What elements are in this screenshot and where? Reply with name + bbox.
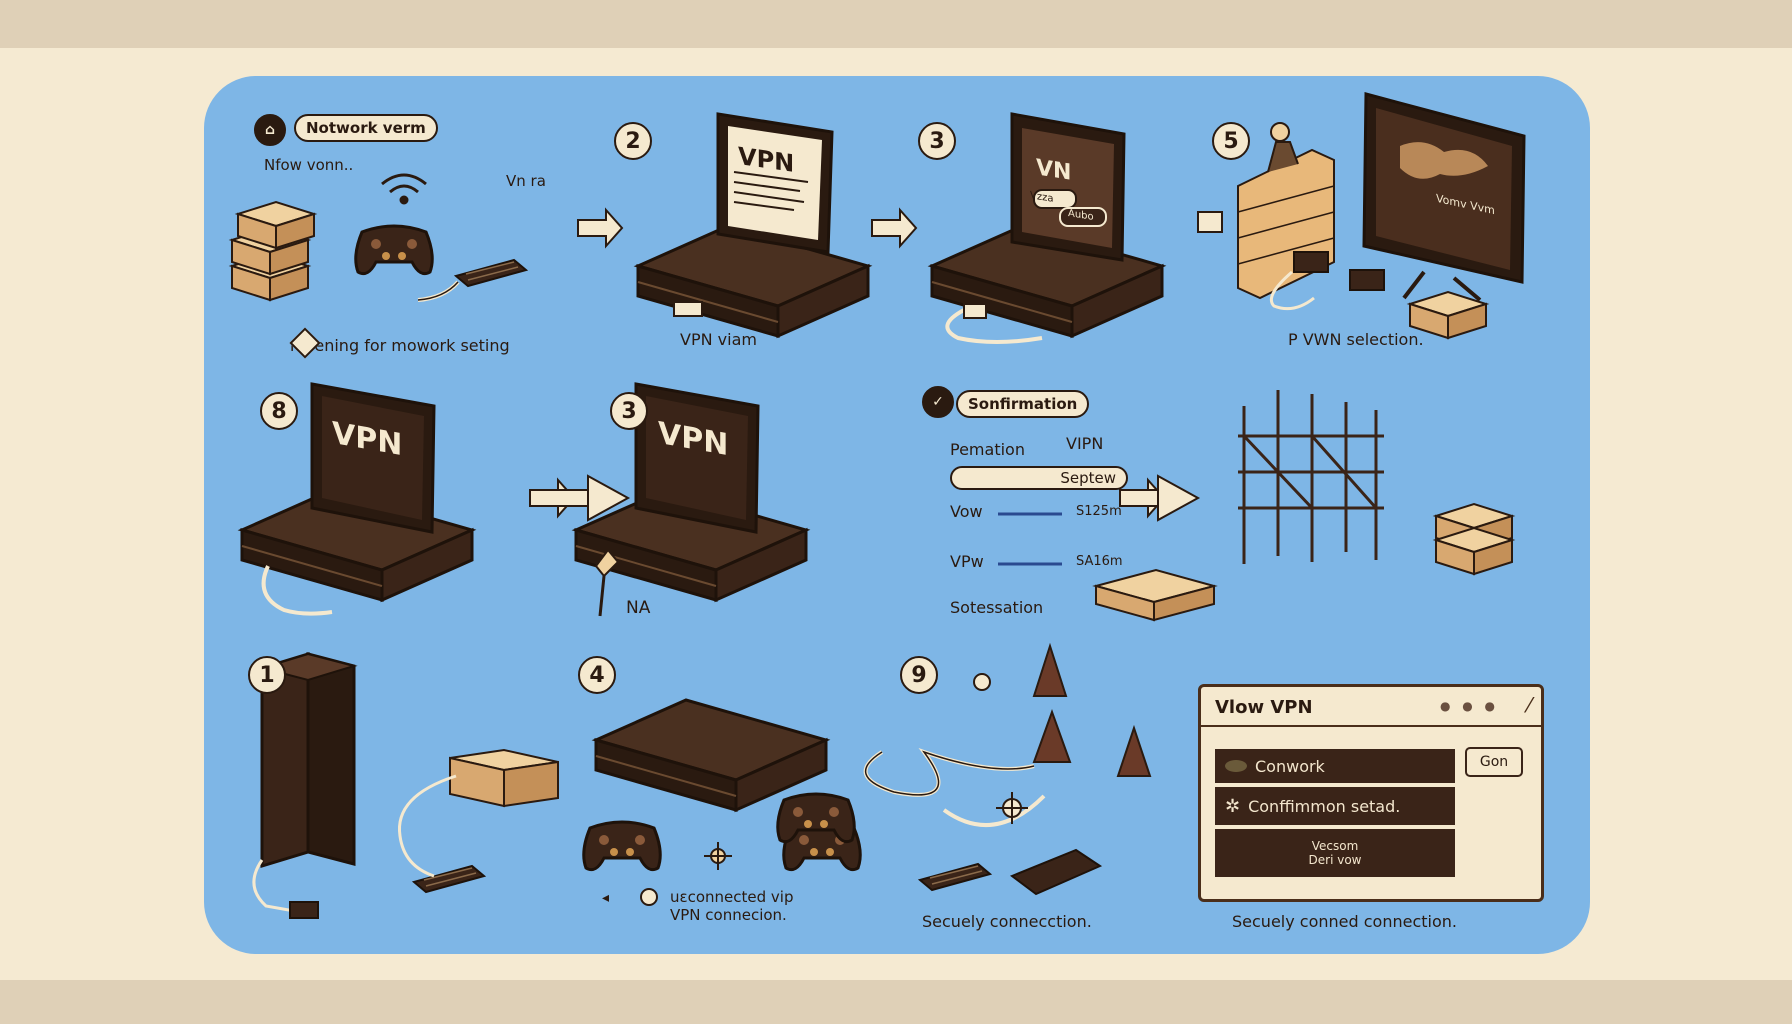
- dialog-item-line: Vecsom: [1311, 839, 1359, 853]
- gon-button[interactable]: Gon: [1465, 747, 1523, 777]
- keyboard-icon: [413, 865, 485, 893]
- step-badge: 2: [614, 122, 652, 160]
- dialog-item-line: Deri vow: [1308, 853, 1362, 867]
- diagram-panel: 2 3 5 8 3 1 4 9 ⌂ Notwork verm Nfow vonn…: [204, 76, 1590, 954]
- na-label: NA: [626, 598, 651, 618]
- monitor-icon: [716, 112, 834, 254]
- gear-icon: [996, 792, 1028, 824]
- row2-value: SA16m: [1076, 554, 1123, 569]
- row1-label: Vow: [950, 502, 983, 521]
- dialog-item-version[interactable]: Vecsom Deri vow: [1215, 829, 1455, 877]
- monitor-icon: [310, 382, 436, 534]
- row2-label: VPw: [950, 552, 984, 571]
- step-badge: 1: [248, 656, 286, 694]
- title-divider: [1201, 725, 1541, 727]
- vipn-label: VIPN: [1066, 434, 1104, 453]
- adapter-icon: [1269, 251, 1385, 311]
- dialog-title: Vlow VPN: [1215, 697, 1313, 718]
- play-icon: ◂: [602, 890, 610, 906]
- gamepad-icon: [582, 820, 662, 872]
- noiening-caption: noiening for mowork seting: [290, 336, 510, 355]
- confirmation-input-value: Septew: [1060, 469, 1116, 487]
- dialog-item-conwork[interactable]: Conwork: [1215, 749, 1455, 783]
- dialog-item-label: Conffimmon setad.: [1248, 796, 1401, 816]
- vpn-dialog: Vlow VPN ● ● ● ⁄ Conwork ✲ Conffimmon se…: [1198, 684, 1544, 902]
- permation-label: Pemation: [950, 440, 1025, 459]
- secuely-caption: Secuely connecction.: [922, 912, 1092, 931]
- console-device: [594, 698, 828, 812]
- arrow-right-icon: [871, 209, 917, 247]
- keyboard-icon: [455, 259, 527, 287]
- dialog-item-label: Conwork: [1255, 756, 1325, 776]
- close-icon[interactable]: ⁄: [1527, 693, 1531, 717]
- network-pill: Notwork verm: [294, 114, 438, 142]
- unconnected-caption: uɛconnected vip: [670, 888, 794, 906]
- router-icon: ⌂: [254, 114, 286, 146]
- check-icon: ✓: [922, 386, 954, 418]
- gamepad-icon: [354, 224, 434, 276]
- monitor-icon: [1362, 92, 1526, 302]
- console-device: [636, 224, 870, 338]
- network-trees: [863, 642, 1152, 828]
- step-badge: 9: [900, 656, 938, 694]
- boxes-stack: [231, 201, 315, 301]
- wifi-icon: [381, 173, 427, 205]
- pvwn-caption: P VWN selection.: [1288, 330, 1424, 349]
- bottom-band: [0, 980, 1792, 1024]
- illustration-layer: [231, 92, 1526, 919]
- vpn-viam-caption: VPN viam: [680, 330, 757, 349]
- step-badge: 5: [1212, 122, 1250, 160]
- window-dots: ● ● ●: [1439, 699, 1499, 713]
- top-band: [0, 0, 1792, 48]
- vpn-connection-caption: VPN connecion.: [670, 906, 787, 924]
- step-badge: 3: [918, 122, 956, 160]
- row1-value: S125m: [1076, 504, 1122, 519]
- box-icon: [449, 748, 559, 808]
- monitor-icon: [1010, 112, 1126, 262]
- monitor-icon: [634, 382, 760, 534]
- secuely-conned-caption: Secuely conned connection.: [1232, 912, 1457, 931]
- vn-label: Vn ra: [506, 172, 546, 190]
- step-badge: 8: [260, 392, 298, 430]
- pill-icon: [1225, 760, 1247, 772]
- step-badge: 3: [610, 392, 648, 430]
- confirmation-footer: Sotessation: [950, 598, 1044, 617]
- gear-icon: ✲: [1225, 795, 1241, 817]
- router-base: [1092, 568, 1218, 622]
- keyboard-icon: [919, 863, 991, 891]
- confirmation-input[interactable]: Septew: [950, 466, 1128, 490]
- dialog-item-confirmation[interactable]: ✲ Conffimmon setad.: [1215, 787, 1455, 825]
- tower-icon: [1238, 390, 1384, 564]
- phone-icon: [1009, 848, 1103, 896]
- lock-icon: [640, 888, 658, 906]
- network-subtitle: Nfow vonn..: [264, 156, 354, 174]
- step-badge: 4: [578, 656, 616, 694]
- arrow-right-icon: [577, 209, 623, 247]
- sparkle-icon: [704, 842, 732, 870]
- confirmation-pill: Sonfirmation: [956, 390, 1090, 418]
